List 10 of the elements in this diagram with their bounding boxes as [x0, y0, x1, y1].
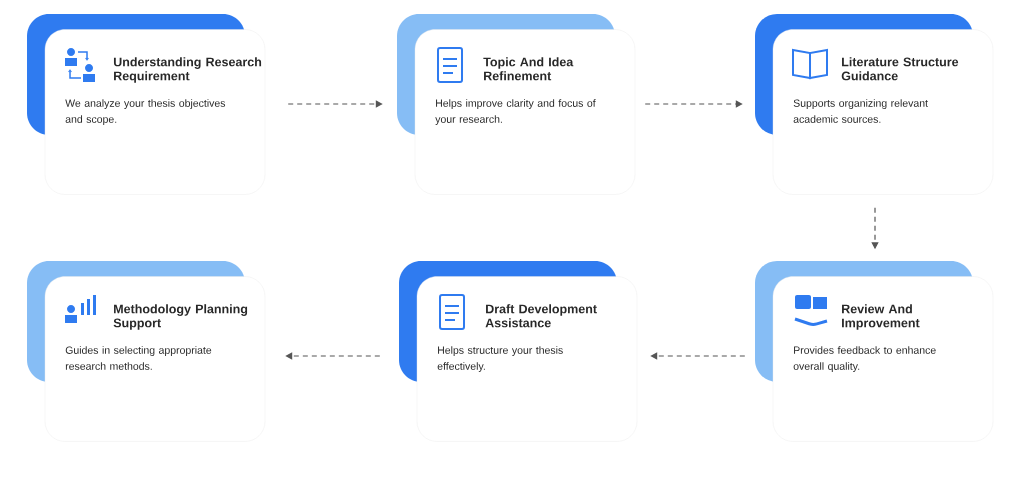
- arrow: [287, 100, 383, 108]
- step-card: Literature Structure Guidance Supports organizing relevant academic sources.: [772, 29, 994, 195]
- step-card: Understanding Research Requirement We analyze your thesis objectives and scope.: [44, 29, 266, 195]
- step-card: Topic And Idea Refinement Helps improve clarity and focus of your research.: [414, 29, 636, 195]
- step-card: Draft Development Assistance Helps structure your thesis effectively.: [416, 276, 638, 442]
- step-card: Methodology Planning Support Guides in selecting appropriate research methods.: [44, 276, 266, 442]
- arrow: [285, 352, 381, 360]
- arrow: [650, 352, 746, 360]
- step-card: Review And Improvement Provides feedback to enhance overall quality.: [772, 276, 994, 442]
- arrow: [644, 100, 743, 108]
